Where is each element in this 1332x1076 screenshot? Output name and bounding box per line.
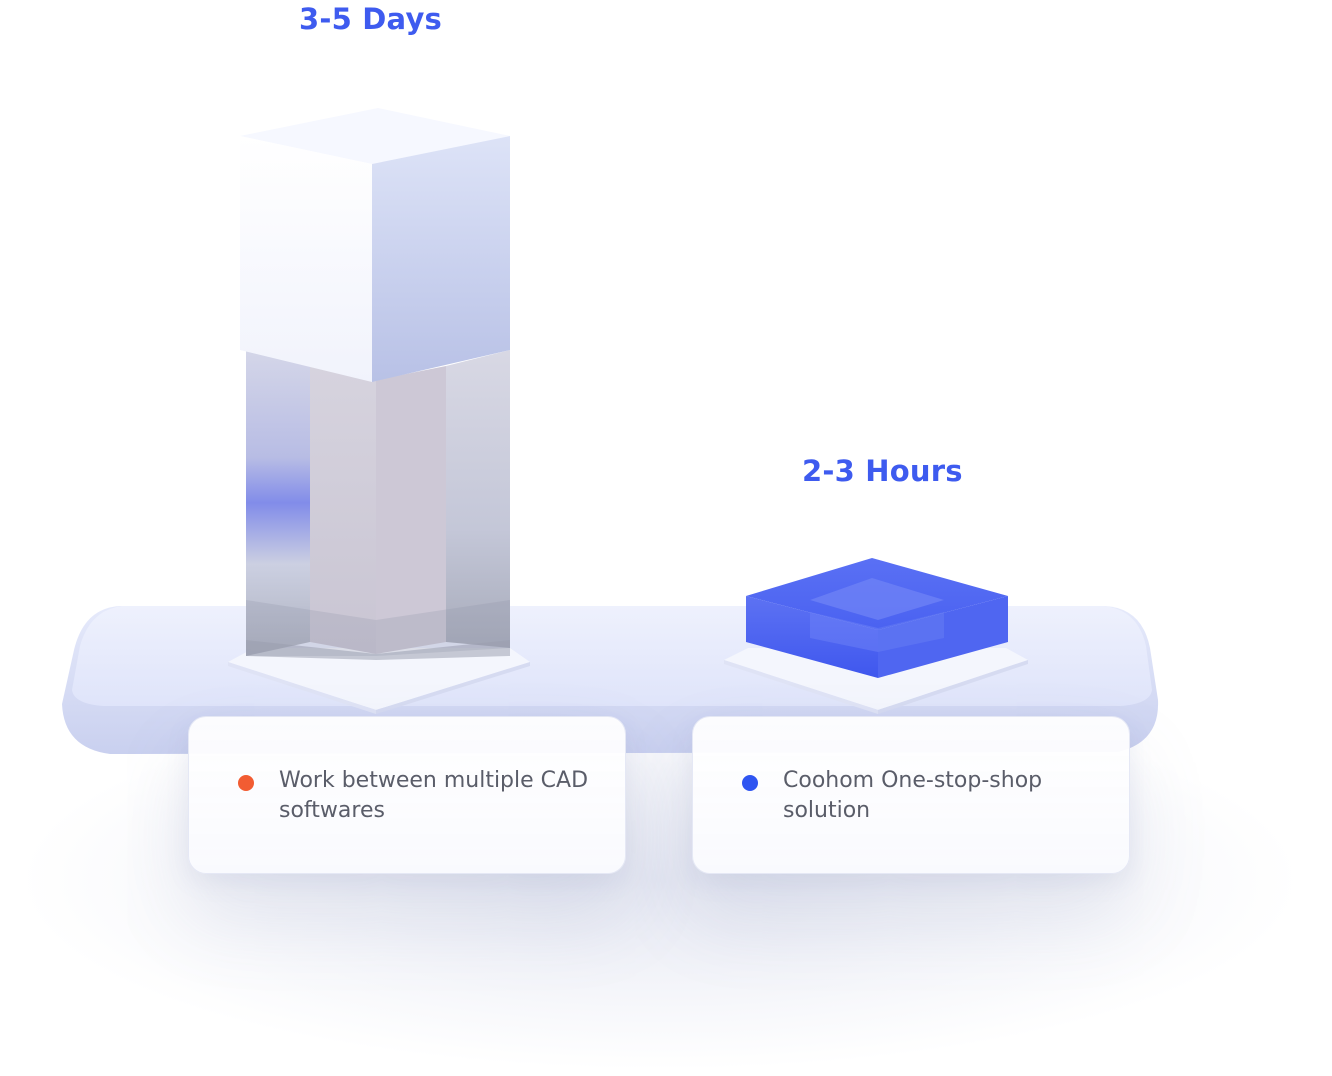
orange-dot-icon — [238, 775, 254, 791]
left-plinth — [228, 648, 530, 710]
tall-bar-value-label: 3-5 Days — [299, 2, 443, 36]
tall-bar-column — [246, 350, 510, 660]
blue-dot-icon — [742, 775, 758, 791]
short-bar-value-label: 2-3 Hours — [802, 454, 963, 488]
legend-card-coohom: Coohom One-stop-shop solution — [692, 716, 1130, 874]
legend-card-text: Coohom One-stop-shop solution — [783, 768, 1043, 823]
legend-card-traditional: Work between multiple CAD softwares — [188, 716, 626, 874]
legend-card-text: Work between multiple CAD softwares — [279, 768, 589, 823]
short-bar-block — [746, 558, 1008, 678]
tall-bar-cap — [240, 108, 510, 382]
right-plinth — [724, 648, 1028, 710]
